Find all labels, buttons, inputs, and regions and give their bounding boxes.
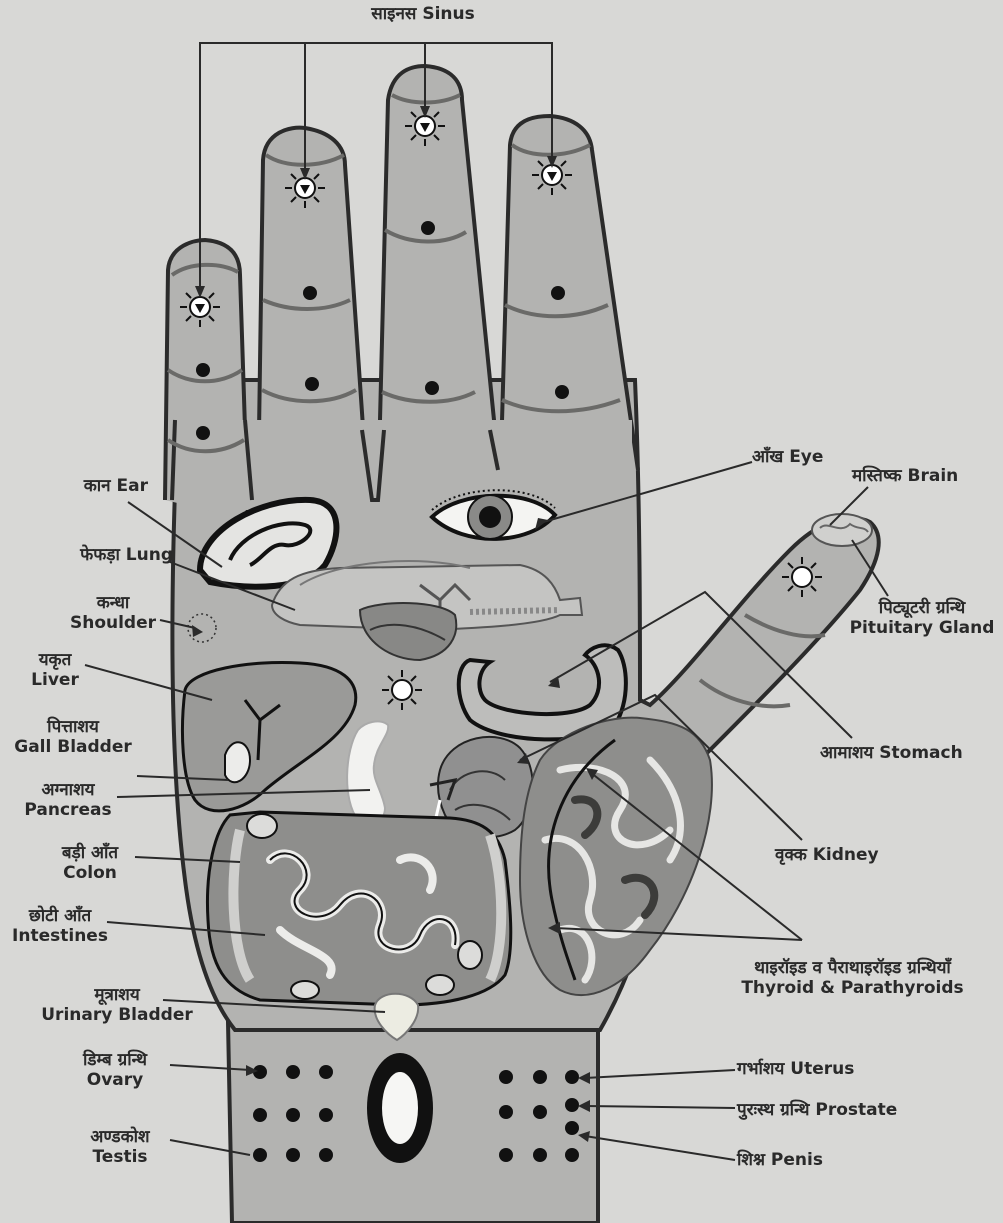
shoulder-label-hi: कन्धा <box>58 593 168 613</box>
kidney-label: वृक्क Kidney <box>775 845 879 865</box>
intestines-organ <box>207 812 510 1005</box>
prostate-label: पुरःस्थ ग्रन्थि Prostate <box>737 1100 897 1120</box>
liver-label-hi: यकृत <box>15 650 95 670</box>
brain-label: मस्तिष्क Brain <box>852 466 958 486</box>
testis-label-en: Testis <box>65 1147 175 1167</box>
ovary-label-en: Ovary <box>55 1070 175 1090</box>
eye-label: आँख Eye <box>752 447 823 467</box>
lung-label: फेफड़ा Lung <box>15 545 173 565</box>
urinary-bladder-label-hi: मूत्राशय <box>32 985 202 1005</box>
urinary-bladder-label: मूत्राशय Urinary Bladder <box>32 985 202 1026</box>
shoulder-label: कन्धा Shoulder <box>58 593 168 634</box>
thyroid-label-hi: थाइरॉइड व पैराथाइरॉइड ग्रन्थियाँ <box>705 958 1000 978</box>
gall-bladder-label-en: Gall Bladder <box>10 737 136 757</box>
colon-label-hi: बड़ी आँत <box>40 843 140 863</box>
urinary-bladder-label-en: Urinary Bladder <box>32 1005 202 1025</box>
ovary-label-hi: डिम्ब ग्रन्थि <box>55 1050 175 1070</box>
pancreas-label-en: Pancreas <box>18 800 118 820</box>
brain-organ <box>812 514 872 546</box>
intestines-label: छोटी आँत Intestines <box>10 906 110 947</box>
penis-label: शिश्न Penis <box>737 1150 823 1170</box>
colon-label-en: Colon <box>40 863 140 883</box>
pancreas-label: अग्नाशय Pancreas <box>18 780 118 821</box>
hand-silhouette <box>165 66 879 1223</box>
sinus-label: साइनस Sinus <box>303 4 543 24</box>
uterus-label: गर्भाशय Uterus <box>737 1059 854 1079</box>
testis-label: अण्डकोश Testis <box>65 1127 175 1168</box>
wrist-oval <box>367 1053 433 1163</box>
shoulder-label-en: Shoulder <box>58 613 168 633</box>
stomach-label: आमाशय Stomach <box>820 743 963 763</box>
thumb-point <box>782 557 822 597</box>
testis-label-hi: अण्डकोश <box>65 1127 175 1147</box>
gall-bladder-label: पित्ताशय Gall Bladder <box>10 717 136 758</box>
pancreas-label-hi: अग्नाशय <box>18 780 118 800</box>
ovary-label: डिम्ब ग्रन्थि Ovary <box>55 1050 175 1091</box>
pituitary-label: पिट्यूटरी ग्रन्थि Pituitary Gland <box>843 598 1001 639</box>
gall-bladder-label-hi: पित्ताशय <box>10 717 136 737</box>
intestines-label-hi: छोटी आँत <box>10 906 110 926</box>
liver-label-en: Liver <box>15 670 95 690</box>
liver-label: यकृत Liver <box>15 650 95 691</box>
thyroid-label: थाइरॉइड व पैराथाइरॉइड ग्रन्थियाँ Thyroid… <box>705 958 1000 999</box>
thyroid-label-en: Thyroid & Parathyroids <box>705 978 1000 998</box>
intestines-label-en: Intestines <box>10 926 110 946</box>
colon-label: बड़ी आँत Colon <box>40 843 140 884</box>
pituitary-label-hi: पिट्यूटरी ग्रन्थि <box>843 598 1001 618</box>
solar-plexus-point <box>382 670 422 710</box>
pituitary-label-en: Pituitary Gland <box>843 618 1001 638</box>
ear-label: कान Ear <box>20 476 148 496</box>
thyroid-region <box>520 718 712 995</box>
